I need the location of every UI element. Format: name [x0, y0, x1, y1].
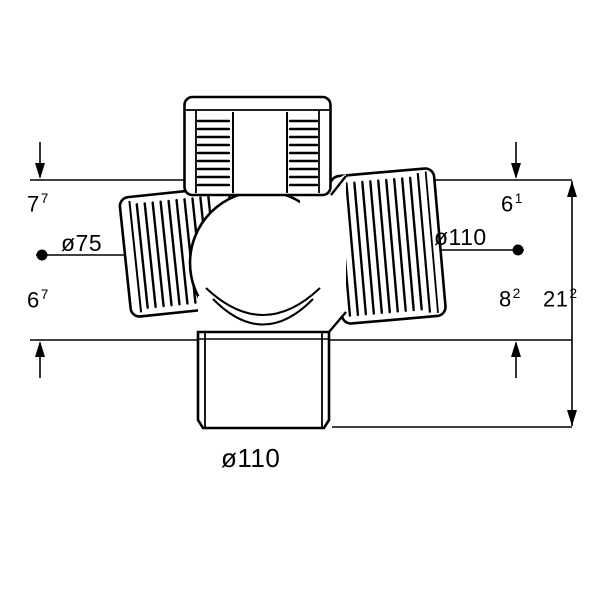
dimension-value: ø110 — [434, 224, 487, 250]
dimension-arrowheads — [35, 163, 577, 426]
top-socket — [183, 95, 332, 197]
arrowhead-height-top — [567, 181, 577, 197]
right-socket — [329, 167, 447, 325]
right-bridge-top-edge — [330, 175, 347, 196]
arrowhead-top-left-down — [35, 163, 45, 179]
dimension-superscript: 1 — [514, 191, 523, 206]
dimension-superscript: 2 — [512, 286, 521, 301]
dimension-value: 7 — [27, 191, 40, 217]
right-bridge-fill — [300, 174, 346, 330]
dimension-label-left-diameter: ø75 — [61, 230, 103, 256]
dimension-value: 8 — [499, 286, 512, 312]
right-socket-cap-line2 — [424, 171, 439, 313]
right-bridge-bottom-edge — [328, 311, 347, 333]
dimension-label-bottom-diameter: ø110 — [221, 444, 280, 473]
dimension-label-top-left: 77 — [27, 191, 49, 217]
dimension-value: 21 — [543, 286, 569, 312]
dimension-label-bottom-left: 67 — [27, 287, 49, 313]
left-socket-cap-line — [128, 200, 143, 313]
dimension-superscript: 2 — [569, 286, 578, 301]
arrowhead-bottom-right-up — [511, 341, 521, 357]
dimension-label-overall-height: 212 — [543, 286, 578, 312]
arrowhead-bottom-left-up — [35, 341, 45, 357]
right-socket-cap-line — [416, 173, 432, 313]
dimension-value: 6 — [27, 287, 40, 313]
dimension-value: 6 — [501, 191, 514, 217]
arrowhead-height-bottom — [567, 410, 577, 426]
center-dot-left — [36, 249, 48, 261]
dimension-label-top-right: 61 — [501, 191, 523, 217]
dimension-superscript: 7 — [40, 287, 49, 302]
ball-seat-curves — [205, 287, 321, 326]
top-socket-ribs — [196, 119, 319, 187]
dimension-superscript: 7 — [40, 191, 49, 206]
center-dot-right — [512, 244, 524, 256]
dimension-label-bottom-right: 82 — [499, 286, 521, 312]
bottom-outlet — [196, 330, 331, 430]
dimension-value: ø75 — [61, 230, 103, 256]
dimension-label-right-diameter: ø110 — [434, 224, 487, 250]
dimension-value: ø110 — [221, 443, 281, 473]
arrowhead-top-right-down — [511, 163, 521, 179]
